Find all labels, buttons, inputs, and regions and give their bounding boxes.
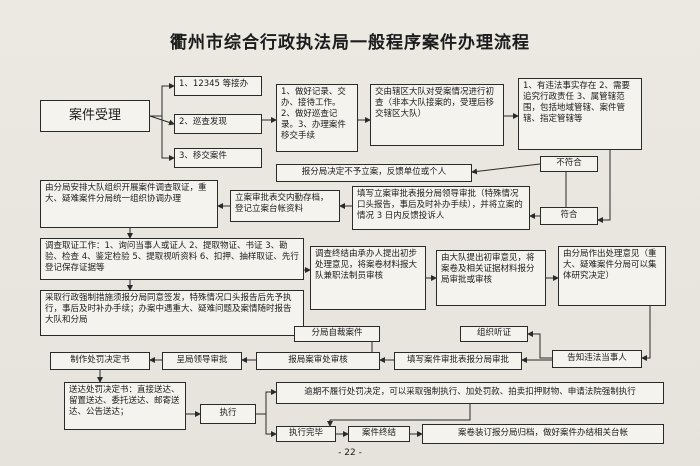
box-not-file: 报分局决定不予立案，反馈单位或个人 xyxy=(276,164,472,182)
box-source-patrol: 2、巡查发现 xyxy=(174,114,262,134)
box-source-transfer: 3、移交案件 xyxy=(174,148,262,168)
box-delivery: 送达处罚决定书：直接送达、留置送达、委托送达、邮寄送达、公告送达； xyxy=(64,382,186,430)
box-hearing: 组织听证 xyxy=(460,326,528,342)
box-district-check: 交由辖区大队对受案情况进行初查（非本大队接案的，受理后移交辖区大队） xyxy=(370,84,504,146)
connector xyxy=(327,404,471,427)
box-execute: 执行 xyxy=(200,404,256,424)
box-leader-approve: 呈局领导审批 xyxy=(162,352,242,370)
box-legal-review: 报局案审处审核 xyxy=(256,352,380,370)
box-dept-review: 由大队提出初审意见，将案卷及相关证据材料报分局审批或审核 xyxy=(436,250,546,306)
box-notify: 告知违法当事人 xyxy=(552,350,642,368)
connector xyxy=(256,389,277,415)
connector xyxy=(265,414,277,437)
box-exec-done: 执行完毕 xyxy=(276,426,336,442)
page-title: 衢州市综合行政执法局一般程序案件办理流程 xyxy=(170,33,530,53)
box-organize: 由分局安排大队组织开展案件调查取证，重大、疑难案件分局统一组织协调办理 xyxy=(40,180,218,228)
connector xyxy=(161,116,175,161)
connector xyxy=(471,163,541,175)
connector xyxy=(641,306,651,361)
box-binding: 案卷装订报分局归档，做好案件办结相关台帐 xyxy=(422,424,664,444)
box-branch-opinion: 由分局作出处理意见（重大、疑难案件分局可以集体研究决定） xyxy=(558,246,666,306)
page-number: - 22 - xyxy=(338,448,362,458)
connector xyxy=(150,83,175,117)
box-report-case: 填写案件审批表报分局审批 xyxy=(394,352,522,370)
box-record: 1、做好记录、交办、接待工作。2、做好巡查记录。3、办理案件移交手续 xyxy=(276,84,358,152)
box-self-hear: 分局自裁案件 xyxy=(294,326,380,342)
box-proposal: 调查终结由承办人提出初步处理意见，将案卷材料报大队兼职法制员审核 xyxy=(310,246,426,310)
box-not-meet: 不符合 xyxy=(540,156,598,172)
box-overdue: 逾期不履行处罚决定，可以采取强制执行、加处罚款、拍卖扣押财物、申请法院强制执行 xyxy=(276,382,664,404)
box-case-accept: 案件受理 xyxy=(40,100,150,132)
box-investigate: 调查取证工作：1、询问当事人或证人 2、提取物证、书证 3、勘验、检查 4、鉴定… xyxy=(40,238,304,280)
box-conditions: 1、有违法事实存在 2、需要追究行政责任 3、属管辖范围，包括地域管辖、案件管辖… xyxy=(518,78,642,150)
box-file-approve: 填写立案审批表报分局领导审批（特殊情况口头报告，事后及时补办手续），并将立案的情… xyxy=(352,186,530,230)
connector xyxy=(597,150,611,223)
box-decision: 制作处罚决定书 xyxy=(50,352,150,370)
box-source-12345: 1、12345 等接办 xyxy=(174,76,262,96)
connector xyxy=(527,331,552,359)
box-archive: 立案审批表交内勤存档，登记立案台帐资料 xyxy=(230,190,340,222)
box-meet: 符合 xyxy=(540,207,598,225)
box-closing: 案件终结 xyxy=(348,426,410,442)
box-enforce-measure: 采取行政强制措施须报分局同意签发，特殊情况口头报告后先予执行，事后及时补办手续；… xyxy=(40,290,304,336)
